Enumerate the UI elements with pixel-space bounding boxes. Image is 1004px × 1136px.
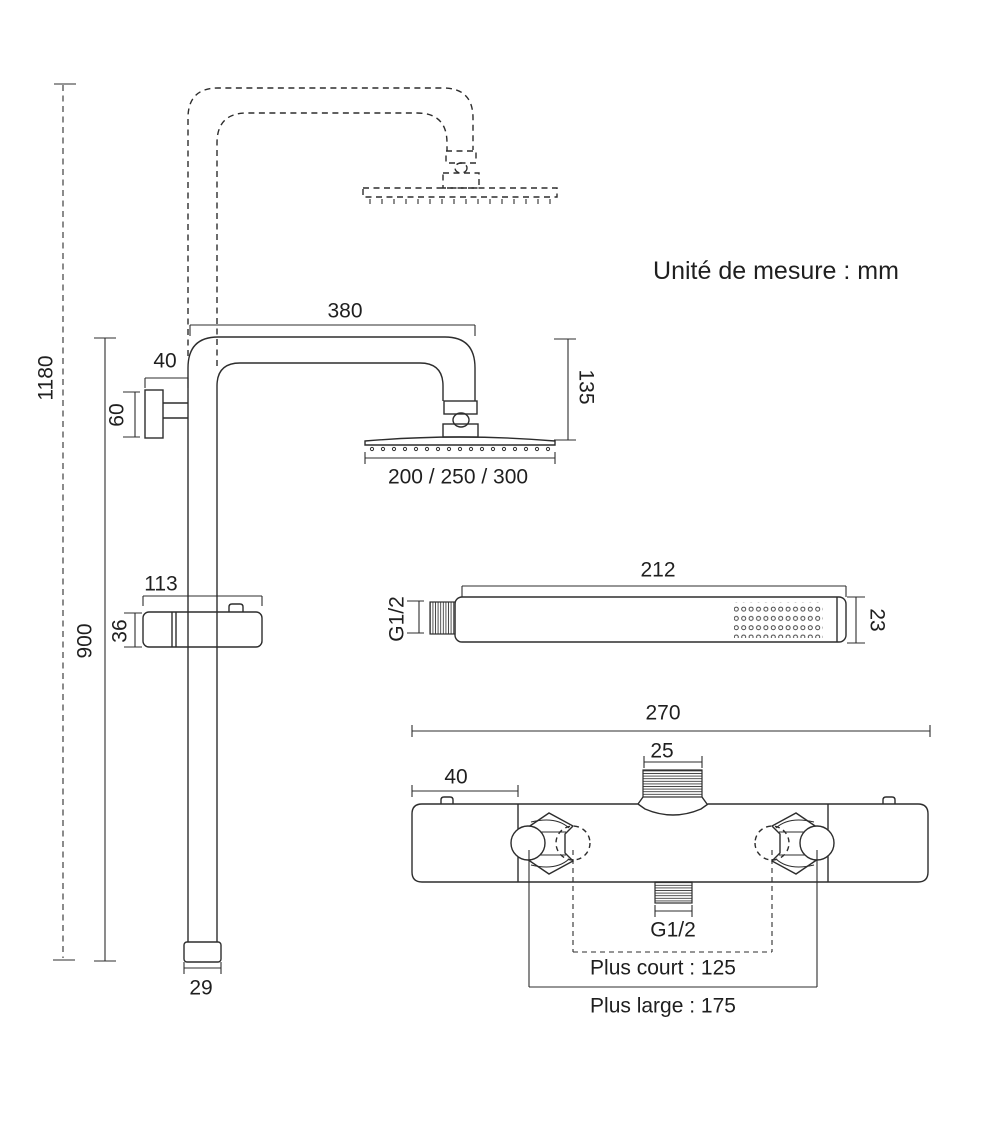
dim-arm-length: 380 [189,300,476,336]
connector-nut [443,400,478,415]
handle-knob-outline [520,812,575,875]
mixer-screw-right [882,796,896,804]
unit-note: Unité de mesure : mm [653,257,899,285]
dim-bracket-offset-label: 40 [153,350,176,373]
bracket-plate [144,389,164,439]
handshower-thread-label: G1/2 [386,596,409,642]
dim-head-sizes: 200 / 250 / 300 [364,452,556,489]
phantom-ball-joint [454,162,468,174]
wall-bracket: 40 60 [106,350,189,439]
dim-handshower-length-label: 212 [640,559,675,582]
mixer-top-thread [642,769,703,798]
dim-pipe-end-label: 29 [189,977,212,1000]
dim-bracket-height-label: 60 [106,403,129,426]
mixer-body [411,803,929,883]
mixer-handle-left [510,812,591,875]
dim-slider-width-label: 113 [144,573,177,596]
dim-mixer-inlet-label: 25 [650,740,673,763]
dim-head-sizes-label: 200 / 250 / 300 [388,466,528,489]
thread-flare [701,796,708,805]
shower-head-plate [364,436,556,446]
hand-shower-view: G1/2 212 23 [386,559,889,644]
handle-knob-arc [530,858,570,868]
pipe-end-cap [183,941,222,963]
mixer-outlet-thread-label: G1/2 [650,919,696,942]
phantom-connector-nut [445,150,477,164]
ball-joint [452,412,470,428]
handle-knob-arc [530,819,570,829]
dim-handle-centers: Plus court : 125 Plus large : 175 [528,850,818,1018]
thread-flare [637,796,644,805]
dim-handshower-diameter-label: 23 [866,608,889,631]
handle-knob-arc [775,858,815,868]
dim-centers-short-label: Plus court : 125 [590,957,736,980]
handle-position-dashed [555,825,591,861]
mixer-handle-right [754,812,835,875]
pipe-end: 29 [183,941,222,1000]
dim-total-height-label: 1180 [35,355,58,400]
phantom-arm-inner [216,112,448,366]
arm-outer [187,336,476,401]
riser-and-arm [187,336,556,942]
mixer-view: 270 25 40 [411,702,931,1018]
mixer-screw-left [440,796,454,804]
dim-head-drop-label: 135 [575,369,598,404]
handshower-body [454,596,847,643]
dim-mixer-offset-label: 40 [444,766,467,789]
dim-rail-height-label: 900 [74,623,97,658]
head-mount [442,423,479,438]
handshower-spray-face [734,602,823,638]
phantom-arm-outer [187,87,474,356]
handle-knob-arc [775,819,815,829]
handshower-thread [429,601,456,635]
dim-slider-height-label: 36 [109,619,132,642]
holder-body [142,611,263,648]
dim-total-height: 1180 [35,83,76,961]
dim-head-drop: 135 [554,338,598,441]
phantom-head-nozzles [369,199,551,204]
slider-holder: 113 36 [109,573,263,648]
mixer-outlet-thread [654,881,693,904]
handle-position-dashed [754,825,790,861]
arm-inner [216,362,444,401]
phantom-shower-arm [187,87,558,366]
shower-head-nozzles [369,446,551,452]
shower-column-view: 1180 900 [35,83,598,1000]
handle-knob-outline [770,812,825,875]
phantom-head-mount [442,172,480,189]
holder-button [228,603,244,612]
dim-arm-length-label: 380 [327,300,362,323]
dim-mixer-width-label: 270 [645,702,680,725]
dim-rail-height: 900 [74,337,116,962]
dim-centers-wide-label: Plus large : 175 [590,995,736,1018]
phantom-head-plate [362,187,558,198]
handle-position-solid [510,825,546,861]
